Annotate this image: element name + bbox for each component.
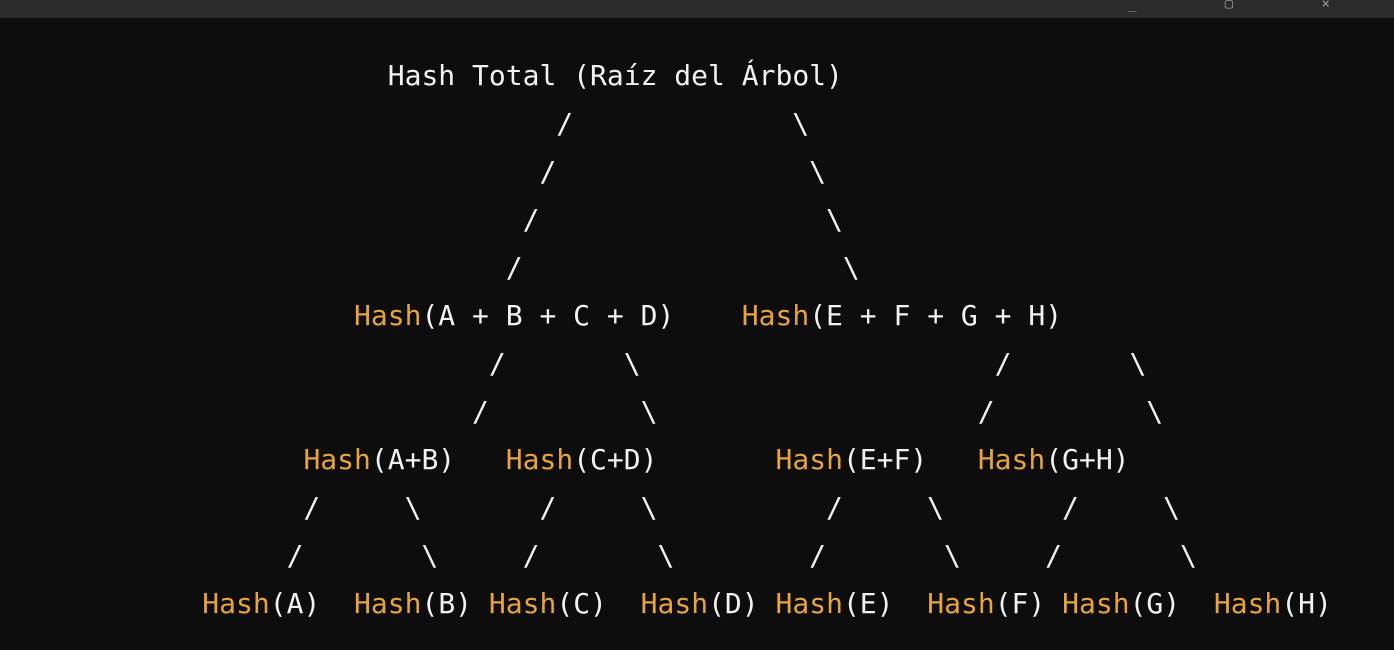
window-topbar: _ ▢ × [0, 0, 1394, 18]
level1-line: Hash(A + B + C + D) Hash(E + F + G + H) [0, 292, 1062, 340]
leaf-g-keyword: Hash [1062, 587, 1130, 620]
level1-right-keyword: Hash [741, 299, 810, 332]
level2-ef-args: (E+F) [842, 443, 928, 476]
leaf-a-args: (A) [269, 587, 321, 620]
level1-left-keyword: Hash [354, 299, 422, 332]
root-label: Hash Total (Raíz del Árbol) [387, 59, 843, 92]
leaf-e-args: (E) [842, 587, 894, 620]
branch-line-6: / \ / \ [0, 395, 1164, 428]
level2-cd-keyword: Hash [505, 443, 574, 476]
leaf-h-keyword: Hash [1213, 587, 1282, 620]
leaf-h-args: (H) [1281, 587, 1332, 620]
leaf-d-args: (D) [708, 587, 759, 620]
level2-ab-args: (A+B) [370, 443, 456, 476]
branch-line-8: / \ / \ / \ / \ [0, 539, 1197, 572]
leaf-b-keyword: Hash [354, 587, 422, 620]
leaf-g-args: (G) [1129, 587, 1181, 620]
level1-left-args: (A + B + C + D) [421, 299, 675, 332]
branch-line-5: / \ / \ [0, 347, 1147, 380]
branch-line-3: / \ [0, 203, 843, 236]
branch-line-2: / \ [0, 155, 827, 188]
level2-ab-keyword: Hash [303, 443, 371, 476]
tree-root-line: Hash Total (Raíz del Árbol) [0, 52, 843, 100]
leaf-c-keyword: Hash [488, 587, 557, 620]
level2-line: Hash(A+B) Hash(C+D) Hash(E+F) Hash(G+H) [0, 436, 1130, 484]
window-controls-icon: _ ▢ × [1127, 0, 1370, 12]
branch-line-7: / \ / \ / \ / \ [0, 491, 1181, 524]
level2-gh-keyword: Hash [977, 443, 1046, 476]
branch-line-4: / \ [0, 251, 860, 284]
leaf-f-args: (F) [994, 587, 1046, 620]
branch-line-1: / \ [0, 107, 810, 140]
leaf-a-keyword: Hash [202, 587, 270, 620]
level2-cd-args: (C+D) [573, 443, 658, 476]
level2-gh-args: (G+H) [1045, 443, 1130, 476]
leaf-c-args: (C) [556, 587, 607, 620]
level1-right-args: (E + F + G + H) [809, 299, 1063, 332]
leaf-e-keyword: Hash [775, 587, 843, 620]
leaf-f-keyword: Hash [927, 587, 995, 620]
leaf-d-keyword: Hash [640, 587, 709, 620]
leaf-b-args: (B) [421, 587, 473, 620]
leaves-line: Hash(A) Hash(B) Hash(C) Hash(D) Hash(E) … [0, 580, 1332, 628]
level2-ef-keyword: Hash [775, 443, 843, 476]
